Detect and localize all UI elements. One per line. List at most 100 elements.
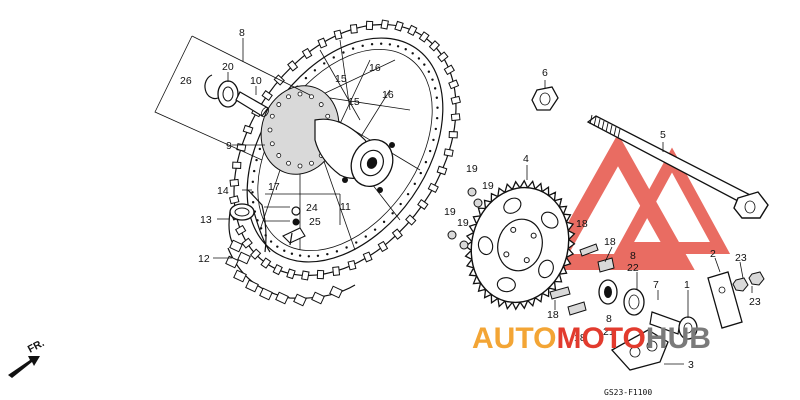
tire-knob — [349, 24, 358, 34]
callout-9: 9 — [226, 140, 232, 152]
tire-knob — [241, 237, 253, 249]
callout-25: 25 — [309, 216, 321, 228]
leader-lines — [213, 38, 753, 365]
hub-spoke-hole — [286, 160, 291, 166]
axle-thread-line — [609, 124, 613, 135]
rim-dot — [355, 241, 358, 244]
tire-knob — [448, 79, 460, 90]
tire-knob — [443, 64, 455, 76]
hub-spoke-hole — [325, 113, 331, 119]
tire-knob — [229, 239, 243, 253]
rim-dot — [411, 52, 414, 55]
tire-knob — [329, 285, 343, 299]
diagram-code: GS23-F1100 — [604, 388, 652, 397]
rim-dot — [323, 62, 326, 65]
callout-20: 20 — [222, 61, 234, 73]
sprocket-bolt-hole — [503, 251, 510, 258]
tire-knob — [391, 228, 403, 240]
sprocket-bolt-hole — [523, 257, 530, 264]
sprocket-cutout — [538, 259, 554, 279]
tire-knob — [316, 269, 325, 280]
tire-knob — [245, 279, 259, 293]
tire-knob — [450, 95, 461, 105]
rim-dot — [379, 42, 383, 45]
rim-dot — [255, 158, 258, 162]
tire-knob — [260, 257, 272, 269]
rim-dot — [332, 56, 335, 59]
rim-dot — [251, 191, 254, 194]
callout-19: 19 — [482, 180, 494, 192]
tire-knob — [259, 287, 273, 301]
hub-spoke-hole — [318, 102, 324, 107]
callout-labels: 8 20 26 10 15 16 15 16 9 14 17 24 25 11 … — [180, 27, 761, 371]
axle-thread-line — [593, 116, 597, 127]
watermark-part-2: MOTO — [556, 322, 645, 355]
sprocket-cutout — [503, 197, 522, 214]
tire-knob — [317, 37, 328, 49]
rim-dot — [399, 202, 402, 206]
tire-knob — [427, 182, 439, 194]
callout-4: 4 — [523, 153, 529, 165]
rim-dot — [424, 160, 428, 164]
callout-11: 11 — [340, 201, 351, 213]
tire-knob — [293, 293, 307, 307]
rim-dot — [316, 254, 320, 257]
callout-10: 10 — [250, 75, 262, 87]
sprocket-cutout — [477, 236, 494, 256]
callout-19: 19 — [457, 217, 469, 229]
tire-knob — [229, 195, 240, 205]
rim-dot — [427, 70, 431, 73]
rim-dot — [436, 106, 439, 109]
axle-nut — [531, 86, 559, 111]
tire-knob — [249, 248, 262, 260]
hub-spoke-hole — [267, 127, 273, 133]
callout-18: 18 — [547, 309, 559, 321]
hub-spoke-hole — [297, 91, 303, 97]
axle-thread-line — [617, 128, 621, 139]
tire-knob — [418, 31, 430, 43]
tire-knob — [448, 131, 458, 139]
rim-dot — [276, 245, 279, 248]
axle-thread-line — [597, 118, 601, 129]
callout-18: 18 — [604, 236, 616, 248]
hub-spoke-hole — [276, 102, 282, 107]
hub-spoke-hole — [269, 113, 275, 119]
rim-dot — [326, 252, 329, 256]
tire-knob — [436, 165, 448, 176]
front-direction-arrow: FR. — [8, 337, 46, 378]
rim-dot — [370, 43, 374, 46]
rim-dot — [388, 43, 392, 46]
rim-dot — [342, 51, 345, 54]
rear-sprocket — [464, 179, 576, 311]
rim-dot — [290, 252, 294, 255]
direction-label: FR. — [26, 337, 47, 356]
tire-knob — [377, 240, 389, 253]
callout-6: 6 — [542, 67, 548, 79]
tire-knob — [242, 124, 254, 135]
callout-23: 23 — [735, 252, 747, 264]
callout-15: 15 — [348, 96, 360, 108]
hub-spoke-hole — [309, 94, 314, 100]
tire-knob — [437, 51, 449, 63]
rim-dot — [251, 180, 255, 184]
callout-24: 24 — [306, 202, 318, 214]
tire-knob — [332, 266, 341, 276]
rim-dot — [382, 220, 386, 224]
hub-spoke-hole — [309, 160, 314, 166]
callout-23: 23 — [749, 296, 761, 308]
rim-dot — [258, 147, 262, 151]
sprocket-cutout — [496, 277, 516, 293]
rim-dot — [373, 228, 377, 231]
axle-side-parts — [549, 243, 765, 371]
rim-dot — [307, 255, 311, 258]
axle-thread-line — [601, 120, 605, 131]
rim-dot — [252, 169, 256, 173]
sprocket-cutout — [540, 211, 559, 229]
rim-dot — [351, 47, 355, 50]
tire-knob — [347, 259, 357, 271]
tire-knob — [417, 199, 429, 210]
tire-knob — [333, 29, 343, 41]
rear-axle — [586, 114, 769, 219]
